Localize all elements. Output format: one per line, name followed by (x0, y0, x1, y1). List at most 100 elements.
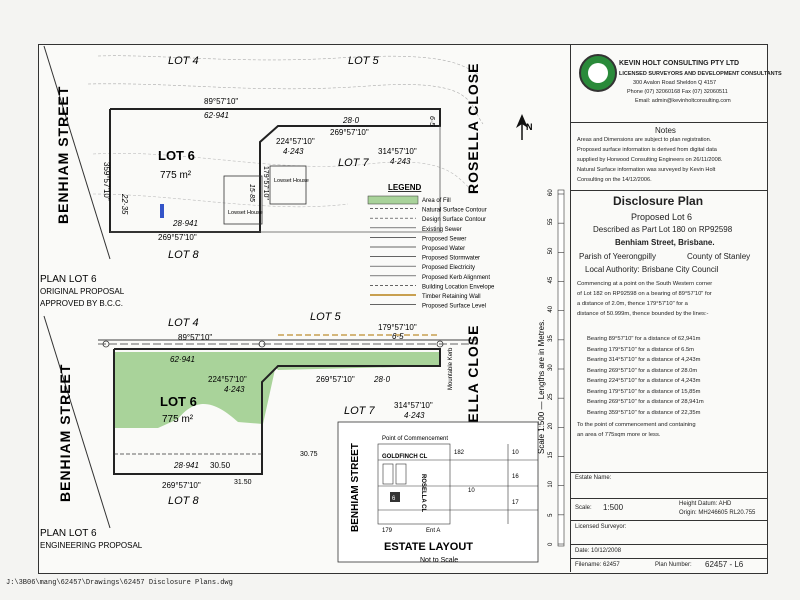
legend-item: Natural Surface Contour (422, 208, 487, 214)
disclosure-title: Disclosure Plan (613, 194, 704, 208)
top-lot5: LOT 5 (348, 55, 379, 67)
legend-item: Design Surface Contour (422, 217, 486, 223)
house-label-1: Lowset House (228, 210, 263, 216)
legend-item: Proposed Electricity (422, 265, 475, 271)
company-phone: Phone (07) 32060168 Fax (07) 32060511 (627, 89, 728, 95)
top-dim-28941: 28·941 (172, 219, 198, 228)
bottom-lot6-label: LOT 6 (160, 394, 197, 409)
top-dim-224: 224°57'10" (276, 137, 315, 146)
notes-heading: Notes (655, 126, 676, 135)
scale-tick-label: 60 (548, 189, 554, 196)
top-caption-2: ORIGINAL PROPOSAL (40, 287, 125, 296)
estate-subtitle: Not to Scale (420, 557, 458, 564)
company-logo-icon (579, 54, 617, 92)
bearing-line: Bearing 314°57'10" for a distance of 4,2… (587, 357, 701, 363)
scale-tick-label: 20 (548, 422, 554, 429)
disclosure-county: County of Stanley (687, 252, 751, 261)
estate-title: ESTATE LAYOUT (384, 541, 473, 553)
blue-marker (160, 204, 164, 218)
bottom-plan: LOT 4 LOT 5 LOT 7 LOT 8 LOT 6 775 m² 89°… (40, 311, 481, 550)
commencing-line: of Lot 182 on RP92598 on a bearing of 89… (577, 291, 712, 297)
disclosure-authority: Local Authority: Brisbane City Council (585, 265, 719, 274)
commencing-line: distance of 50.999m, thence bounded by t… (577, 311, 709, 317)
plan-date: Date: 10/12/2008 (575, 548, 622, 554)
top-street-benhiam: BENHIAM STREET (55, 86, 71, 224)
scale-tick-label: 35 (548, 334, 554, 341)
house-right (269, 165, 307, 205)
plan-drawings: Lowset House Lowset House LOT 4 LOT 5 LO… (40, 45, 565, 564)
estate-commencement: Point of Commencement (382, 436, 448, 442)
legend-item: Proposed Surface Level (422, 304, 486, 310)
notes-line: Consulting on the 14/12/2006. (577, 177, 652, 183)
scale-tick-label: 25 (548, 393, 554, 400)
notes-line: Proposed surface information is derived … (577, 147, 717, 153)
top-street-rosella: ROSELLA CLOSE (465, 63, 481, 195)
scale-caption: Scale 1:500 — Lengths are in Metres. (537, 320, 546, 454)
estate-num-10: 10 (512, 450, 519, 456)
scale-value: 1:500 (603, 503, 624, 512)
commencing-line: a distance of 2.0m, thence 179°57'10" fo… (577, 301, 688, 307)
company-email: Email: admin@kevinholtconsulting.com (635, 98, 731, 104)
bottom-lot7: LOT 7 (344, 405, 375, 417)
scale-tick-label: 10 (548, 480, 554, 487)
house-left (223, 175, 263, 225)
bottom-dim-269: 269°57'10" (316, 375, 355, 384)
scale-tick-label: 40 (548, 305, 554, 312)
top-area: 775 m² (160, 170, 192, 181)
disclosure-parish: Parish of Yeerongpilly (579, 252, 656, 261)
top-dim-65: 6·5 (428, 116, 435, 126)
estate-num-17: 17 (512, 500, 519, 506)
estate-num-10b: 10 (468, 488, 475, 494)
bottom-dim-28: 28·0 (373, 375, 391, 384)
bottom-dim-4243b: 4·243 (404, 411, 425, 420)
scale-tick-label: 45 (548, 276, 554, 283)
bearing-line: Bearing 269°57'10" for a distance of 28.… (587, 367, 698, 374)
legend-item: Proposed Water (422, 246, 465, 252)
bearing-line: Bearing 359°57'10" for a distance of 22,… (587, 409, 701, 416)
notes-line: supplied by Horwood Consulting Engineers… (577, 157, 723, 163)
top-dim-314: 314°57'10" (378, 147, 417, 156)
bottom-dim-4243a: 4·243 (224, 385, 245, 394)
north-label: N (526, 122, 533, 132)
height-datum: Height Datum: AHD (679, 501, 732, 507)
bottom-lot8: LOT 8 (168, 495, 199, 507)
scale-tick-label: 55 (548, 218, 554, 225)
estate-goldfinch: GOLDFINCH CL (382, 454, 428, 460)
legend-item: Timber Retaining Wall (422, 294, 481, 300)
disclosure-street: Benhiam Street, Brisbane. (615, 238, 715, 247)
plan-number-label: Plan Number: (655, 562, 692, 568)
scale-tick-label: 50 (548, 247, 554, 254)
bottom-dim-3050: 30.50 (210, 461, 231, 470)
legend-item: Proposed Sewer (422, 236, 466, 242)
bottom-dim-62941: 62·941 (170, 355, 195, 364)
bearing-line: Bearing 179°57'10" for a distance of 15,… (587, 388, 701, 395)
top-dim-269-bottom: 269°57'10" (158, 233, 197, 242)
bottom-lot5: LOT 5 (310, 311, 341, 323)
house-label-2: Lowset House (274, 178, 309, 184)
filename: Filename: 62457 (575, 562, 620, 568)
top-plan: Lowset House Lowset House LOT 4 LOT 5 LO… (40, 45, 533, 308)
legend-item: Existing Sewer (422, 227, 462, 233)
company-address: 300 Avalon Road Sheldon Q 4157 (633, 80, 717, 86)
top-dim-179: 179°57'10" (262, 166, 270, 200)
top-dim-62941: 62·941 (204, 111, 229, 120)
licensed-surveyor: Licensed Surveyor: (575, 524, 627, 530)
disclosure-proposed: Proposed Lot 6 (631, 212, 693, 222)
estate-num-182: 182 (454, 450, 465, 456)
bearing-line: Bearing 179°57'10" for a distance of 6.5… (587, 346, 694, 353)
top-lot8: LOT 8 (168, 249, 199, 261)
top-dim-4243b: 4·243 (390, 157, 411, 166)
bottom-caption-2: ENGINEERING PROPOSAL (40, 541, 143, 550)
bottom-dim-3075: 30.75 (300, 451, 318, 458)
legend-item: Building Location Envelope (422, 284, 495, 290)
bearing-line: Bearing 89°57'10" for a distance of 62,9… (587, 336, 701, 342)
origin: Origin: MH246605 RL20.755 (679, 510, 756, 516)
closing-line: an area of 775sqm more or less. (577, 432, 661, 438)
company-tagline: LICENSED SURVEYORS AND DEVELOPMENT CONSU… (619, 71, 782, 77)
bearing-line: Bearing 269°57'10" for a distance of 28,… (587, 399, 704, 405)
legend-title: LEGEND (388, 183, 422, 192)
top-dim-bearing-north: 89°57'10" (204, 97, 238, 106)
bottom-dim-3150: 31.50 (234, 479, 252, 486)
bottom-dim-314: 314°57'10" (394, 401, 433, 410)
